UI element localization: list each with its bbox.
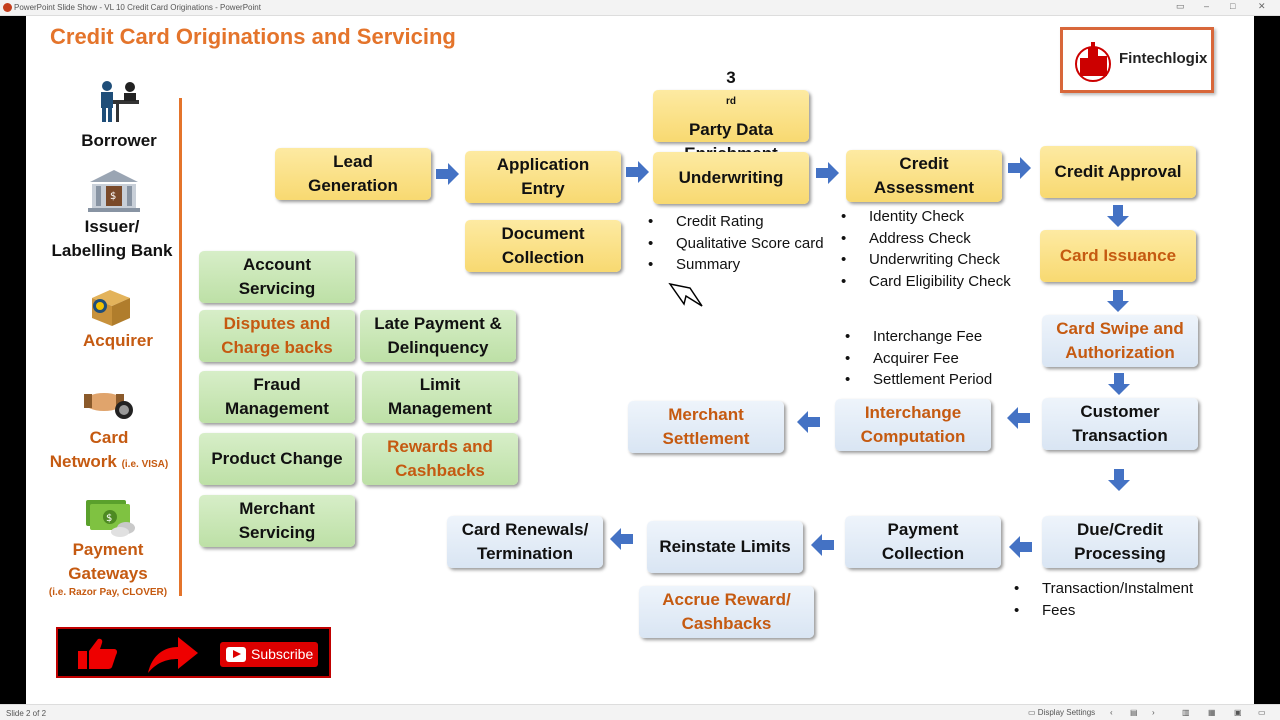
arrow-right-icon: [626, 161, 649, 183]
arrow-down-icon: [1108, 373, 1130, 395]
accrue-reward-box: Accrue Reward/Cashbacks: [639, 586, 814, 638]
due-bullets: Transaction/Instalment Fees: [1014, 578, 1193, 621]
arrow-left-icon: [797, 411, 820, 433]
thumbs-up-icon[interactable]: [76, 637, 118, 671]
share-arrow-icon[interactable]: [144, 635, 200, 675]
arrow-left-icon: [610, 528, 633, 550]
handshake-icon: [84, 393, 133, 419]
fintechlogix-logo: Fintechlogix: [1060, 27, 1214, 93]
assessment-bullets: Identity Check Address Check Underwritin…: [841, 206, 1011, 292]
third-party-data-box: 3rd Party DataEnrichment: [653, 68, 809, 163]
role-issuer: Issuer/ Labelling Bank: [51, 217, 173, 260]
column-divider: [179, 98, 182, 596]
role-borrower: Borrower: [81, 131, 157, 150]
status-bar: Slide 2 of 2 ▭ Display Settings ‹ ▤ › ▥ …: [0, 704, 1280, 720]
building-logo-icon: [1075, 42, 1111, 82]
bullet-item: Settlement Period: [845, 369, 992, 391]
payment-gateway-icon: $: [86, 500, 135, 537]
subscribe-button[interactable]: Subscribe: [220, 642, 318, 667]
svg-text:$: $: [106, 513, 112, 524]
reinstate-limits-box: Reinstate Limits: [647, 521, 803, 573]
slide-title: Credit Card Originations and Servicing: [50, 24, 456, 49]
bullet-item: Fees: [1014, 600, 1193, 622]
reading-view-icon[interactable]: ▣: [1234, 708, 1242, 717]
interchange-bullets: Interchange Fee Acquirer Fee Settlement …: [845, 326, 992, 391]
powerpoint-icon: [3, 3, 12, 12]
bullet-item: Acquirer Fee: [845, 348, 992, 370]
arrow-right-icon: [816, 162, 839, 184]
card-renewals-box: Card Renewals/Termination: [447, 516, 603, 568]
late-payment-box: Late Payment &Delinquency: [360, 310, 516, 362]
bullet-item: Credit Rating: [648, 211, 824, 233]
arrow-right-icon: [1008, 157, 1031, 179]
bullet-item: Transaction/Instalment: [1014, 578, 1193, 600]
product-change-box: Product Change: [199, 433, 355, 485]
slide-sorter-icon[interactable]: ▦: [1208, 708, 1216, 717]
arrow-left-icon: [811, 534, 834, 556]
arrow-left-icon: [1009, 536, 1032, 558]
normal-view-icon[interactable]: ▥: [1182, 708, 1190, 717]
slide-menu-icon[interactable]: ▤: [1130, 708, 1138, 717]
role-acquirer: Acquirer: [83, 331, 153, 350]
arrow-left-icon: [1007, 407, 1030, 429]
restore-icon[interactable]: ▭: [1176, 1, 1185, 11]
display-settings[interactable]: ▭ Display Settings: [1028, 708, 1096, 717]
acquirer-box-icon: [92, 290, 130, 326]
bullet-item: Qualitative Score card: [648, 233, 824, 255]
close-icon[interactable]: ✕: [1258, 1, 1266, 11]
slideshow-icon[interactable]: ▭: [1258, 708, 1266, 717]
youtube-play-icon: [226, 647, 246, 662]
next-slide-icon[interactable]: ›: [1152, 708, 1155, 717]
bullet-item: Underwriting Check: [841, 249, 1011, 271]
borrower-icon: [101, 81, 139, 122]
bullet-item: Card Eligibility Check: [841, 271, 1011, 293]
arrow-down-icon: [1107, 290, 1129, 312]
underwriting-bullets: Credit Rating Qualitative Score card Sum…: [648, 211, 824, 276]
window-titlebar: PowerPoint Slide Show - VL 10 Credit Car…: [0, 0, 1280, 16]
credit-approval-box: Credit Approval: [1040, 146, 1196, 198]
svg-text:$: $: [110, 191, 116, 202]
arrow-down-icon: [1107, 205, 1129, 227]
bullet-item: Interchange Fee: [845, 326, 992, 348]
role-payment-gateways: Payment Gateways (i.e. Razor Pay, CLOVER…: [48, 540, 168, 598]
slide-counter: Slide 2 of 2: [6, 709, 47, 718]
logo-text: Fintechlogix: [1119, 50, 1208, 67]
previous-slide-icon[interactable]: ‹: [1110, 708, 1113, 717]
window-title: PowerPoint Slide Show - VL 10 Credit Car…: [14, 3, 261, 12]
bullet-item: Address Check: [841, 228, 1011, 250]
underwriting-box: Underwriting: [653, 152, 809, 204]
subscribe-banner[interactable]: Subscribe: [56, 627, 331, 678]
role-card-network: Card Network (i.e. VISA): [49, 428, 169, 471]
monitor-icon: ▭: [1028, 708, 1038, 717]
slide-canvas[interactable]: Credit Card Originations and Servicing F…: [26, 16, 1254, 704]
cursor-icon: [668, 282, 703, 307]
bank-icon: $: [88, 170, 140, 212]
maximize-icon[interactable]: □: [1230, 1, 1236, 11]
card-issuance-box: Card Issuance: [1040, 230, 1196, 282]
arrow-right-icon: [436, 163, 459, 185]
bullet-item: Identity Check: [841, 206, 1011, 228]
bullet-item: Summary: [648, 254, 824, 276]
minimize-icon[interactable]: –: [1204, 1, 1210, 11]
arrow-down-icon: [1108, 469, 1130, 491]
